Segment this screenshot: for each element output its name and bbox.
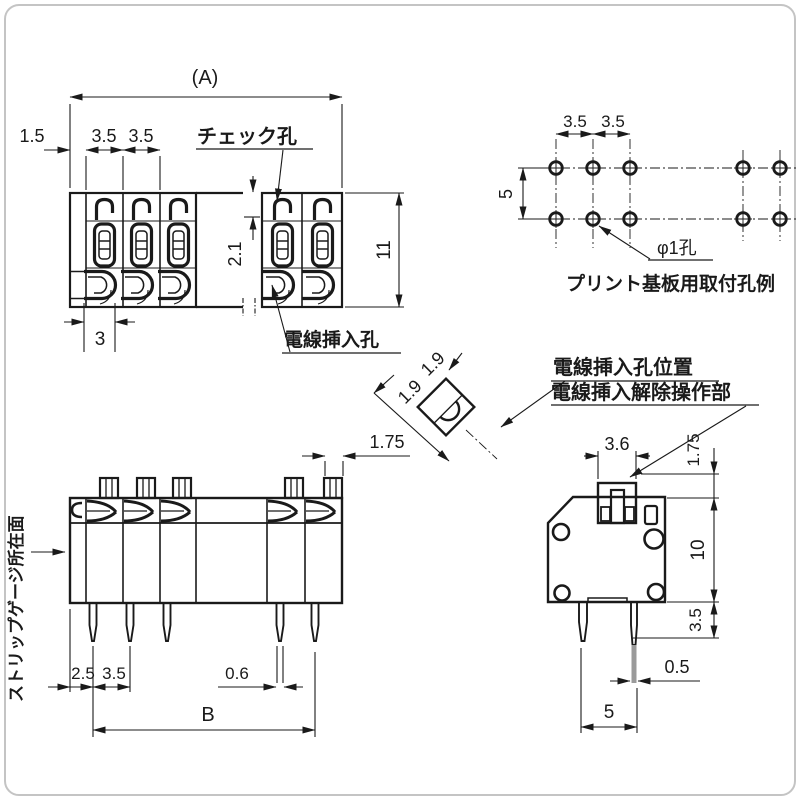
mounting-hole [619,208,641,230]
dim-top-width: 3.6 [584,434,650,479]
dim-pin-width-label: 0.6 [225,664,249,683]
dim-end-pin-pitch: 5 [580,648,638,733]
dim-pitch-a-label: 3.5 [91,126,116,146]
check-hole-label: チェック孔 [197,125,297,148]
side-body [68,496,344,605]
end-body [546,495,667,604]
dim-wire-width-label: 1.9 [417,348,449,380]
release-tab [135,476,157,500]
body-hole [553,584,571,602]
release-tab [283,476,305,500]
dim-pitch-b-label: 3.5 [128,126,153,146]
wire-funnel [85,499,118,523]
dim-pitch-row: 1.5 3.5 3.5 [19,126,161,190]
mounting-hole [619,157,641,179]
release-tab [322,476,344,500]
pcb-hole-pattern: 3.5 3.5 5 φ1孔 プリント基板用取付孔例 [496,112,796,295]
body-hole [643,528,665,550]
solder-pin [310,602,320,642]
solder-pin [125,602,135,642]
front-body-left-block [68,191,198,309]
dim-pcb-pitch-b-label: 3.5 [601,112,625,131]
wire-funnel [159,499,192,523]
dim-pcb-row-pitch: 5 [496,167,547,220]
end-view: 3.6 1.75 10 3.5 0.5 5 [546,433,719,733]
dim-pin-length-label: 3.5 [686,608,705,632]
dim-right-chain: 1.75 10 3.5 [633,433,719,639]
terminal-unit [156,197,192,306]
terminal-unit [300,197,336,306]
dim-body-height-label: 11 [374,240,395,260]
solder-pin [88,602,98,642]
dim-pcb-row-pitch-label: 5 [496,189,516,199]
release-tab [171,476,193,500]
strip-gauge-callout: ストリップゲージ所在面 [6,515,66,702]
dim-tab-width: 1.75 [302,432,410,476]
body-hole [551,522,571,542]
dim-body-height: 11 [345,192,404,308]
dim-end-pin-pitch-label: 5 [604,702,615,723]
dim-top-width-label: 3.6 [604,434,629,454]
solder-pin [275,602,285,642]
release-tab [98,476,120,500]
dim-pcb-pitch: 3.5 3.5 [555,112,631,138]
page-border [4,4,796,796]
side-slot [643,504,659,526]
check-hole-callout: チェック孔 [196,125,313,202]
dim-body-height-label: 10 [688,539,709,560]
mounting-hole [545,208,567,230]
dim-margin-label: 1.5 [19,126,44,146]
dim-overall-width: (A) [69,67,343,188]
terminal-unit [82,197,118,306]
dim-top-height-label: 1.75 [684,433,703,466]
wire-funnel [122,499,155,523]
mounting-hole [769,208,791,230]
dim-pcb-pitch-a-label: 3.5 [563,112,587,131]
hole-dia-callout: φ1孔 [598,225,713,261]
dim-end-pin-width-label: 0.5 [664,657,689,677]
dim-check-depth-label: 2.1 [225,241,245,266]
wire-hole-label: 電線挿入孔 [284,328,379,351]
mounting-hole [769,157,791,179]
mounting-hole [732,208,754,230]
dim-pin-width: 0.6 [218,646,303,691]
mounting-hole [582,208,604,230]
dim-span-label: B [201,704,214,726]
release-part-label: 電線挿入解除操作部 [551,380,731,404]
callout-labels: 電線挿入孔位置 電線挿入解除操作部 [500,355,759,478]
wire-detail-body [416,377,476,437]
dim-hole-width: 3 [64,303,135,352]
terminal-unit [119,197,155,306]
pcb-caption: プリント基板用取付孔例 [566,272,775,295]
wire-position-label: 電線挿入孔位置 [553,355,693,379]
pin-lead-extension [631,645,637,683]
hole-dia-label: φ1孔 [657,238,697,258]
dim-pin-offsets: 2.5 3.5 [48,609,131,737]
mounting-hole [582,157,604,179]
strip-gauge-label: ストリップゲージ所在面 [6,515,26,702]
front-view: (A) 1.5 3.5 3.5 3 2.1 [19,67,404,354]
side-view: ストリップゲージ所在面 1.75 2.5 3.5 [6,432,410,737]
edge-channel [70,501,83,519]
dim-span: B [92,652,316,737]
wire-hole-callout: 電線挿入孔 [271,284,401,354]
solder-pin [162,602,172,642]
dim-tab-width-label: 1.75 [369,432,404,452]
release-button [609,488,626,525]
wire-funnel [266,499,299,523]
terminal-unit [260,197,296,306]
dim-hole-width-label: 3 [95,329,106,350]
body-hole [646,582,666,602]
solder-pin [578,602,588,642]
wire-funnel [304,499,337,523]
dim-end-pin-width: 0.5 [610,657,700,685]
dim-overall-width-label: (A) [192,67,219,89]
dim-pin-pitch-label: 3.5 [102,664,126,683]
dim-check-depth: 2.1 [225,176,260,267]
mounting-hole [545,157,567,179]
mounting-hole [732,157,754,179]
dim-edge-offset-label: 2.5 [71,664,95,683]
